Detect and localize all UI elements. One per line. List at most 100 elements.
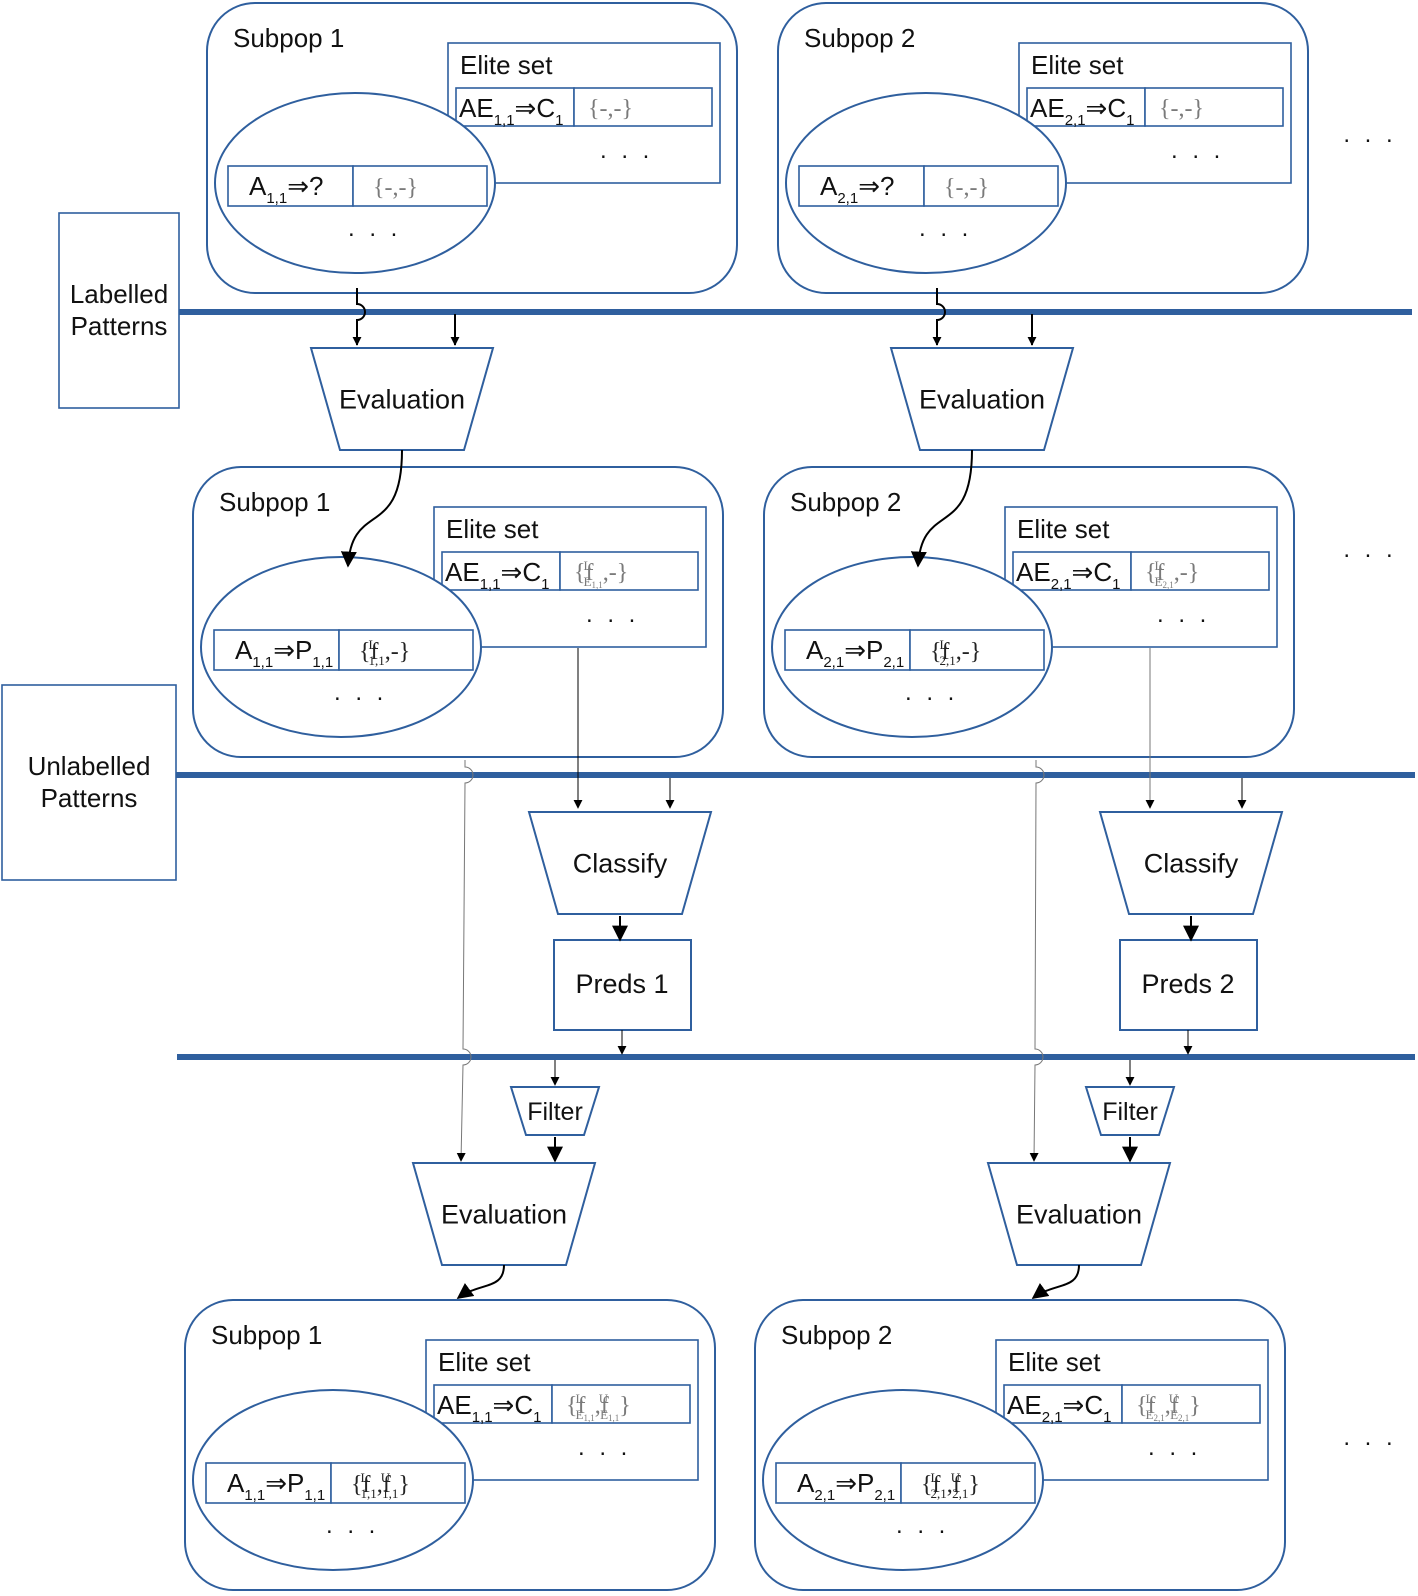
subpop-title: Subpop 1 xyxy=(219,487,330,517)
rule-cell xyxy=(213,629,340,671)
elite-rule-cell xyxy=(1003,1384,1123,1424)
unlabelled-patterns-box xyxy=(1,684,177,881)
fitness-empty: {-,-} xyxy=(588,96,633,122)
more-subpops-dots-1: . . . xyxy=(1343,121,1396,148)
elite-fitness-cell xyxy=(1130,551,1270,591)
elite-rule-text: AE2,1⇒C1 xyxy=(1030,93,1134,129)
more-subpops-dots-3: . . . xyxy=(1343,1424,1396,1451)
subpop-title: Subpop 2 xyxy=(790,487,901,517)
unlabelled-patterns-label-1: Unlabelled xyxy=(28,751,151,781)
evaluation-1-bottom-shape xyxy=(411,1162,597,1266)
evaluation-1-top-shape xyxy=(309,347,495,451)
classify-1-shape xyxy=(527,811,713,915)
evaluation-2-to-subpop-2-final xyxy=(1031,1264,1080,1299)
fitness-cell xyxy=(338,629,474,671)
filter-2-shape xyxy=(1084,1086,1176,1136)
classify-2-shape xyxy=(1098,811,1284,915)
elite-more-dots: . . . xyxy=(600,137,653,164)
elite-more-dots: . . . xyxy=(1148,1434,1201,1461)
population-more-dots: . . . xyxy=(919,215,972,242)
evaluation-1-to-subpop-1-final xyxy=(456,1264,505,1299)
rule-cell xyxy=(775,1462,902,1504)
subpop-title: Subpop 1 xyxy=(211,1320,322,1350)
elite-set-title: Elite set xyxy=(460,50,553,80)
preds-1-label: Preds 1 xyxy=(575,969,668,999)
elite-rule-cell xyxy=(1012,551,1132,591)
fitness-empty: {-,-} xyxy=(373,175,418,201)
population-more-dots: . . . xyxy=(334,679,387,706)
elite-rule-cell xyxy=(433,1384,553,1424)
labelled-patterns-box xyxy=(58,212,180,409)
rule-text: A2,1⇒P2,1 xyxy=(806,635,904,671)
filter-1: Filter xyxy=(509,1086,601,1136)
rule-text: A1,1⇒P1,1 xyxy=(227,1468,325,1504)
evaluation-2-top-label: Evaluation xyxy=(919,385,1045,415)
elite-fitness-cell xyxy=(559,551,699,591)
elite-rule-cell xyxy=(1026,87,1146,127)
evaluation-1-bottom: Evaluation xyxy=(411,1162,597,1266)
subpop-1-to-evaluation xyxy=(352,288,366,346)
evaluation-2-top-shape xyxy=(889,347,1075,451)
classify-1-label: Classify xyxy=(573,849,668,879)
preds-2: Preds 2 xyxy=(1119,939,1258,1031)
fitness-empty: {-,-} xyxy=(944,175,989,201)
preds-2-label: Preds 2 xyxy=(1141,969,1234,999)
elite-rule-text: AE1,1⇒C1 xyxy=(459,93,563,129)
evaluation-2-bottom-shape xyxy=(986,1162,1172,1266)
elite-set-title: Elite set xyxy=(1017,514,1110,544)
evaluation-2-bottom: Evaluation xyxy=(986,1162,1172,1266)
elite-fitness-cell xyxy=(1144,87,1284,127)
fitness-cell xyxy=(352,165,488,207)
filter-1-shape xyxy=(509,1086,601,1136)
subpop-2-to-bottom-evaluation xyxy=(1029,760,1045,1162)
evaluation-1-to-subpop-1 xyxy=(340,449,403,568)
elite-set-title: Elite set xyxy=(1008,1347,1101,1377)
elite-rule-text: AE2,1⇒C1 xyxy=(1007,1390,1111,1426)
filter-1-label: Filter xyxy=(527,1098,583,1126)
subpop-2-to-evaluation xyxy=(932,288,946,346)
fitness-cell xyxy=(900,1462,1036,1504)
evaluation-1-top: Evaluation xyxy=(309,347,495,451)
population-more-dots: . . . xyxy=(905,679,958,706)
labelled-patterns-label-2: Patterns xyxy=(71,311,168,341)
rule-cell xyxy=(227,165,354,207)
evaluation-1-bottom-label: Evaluation xyxy=(441,1200,567,1230)
classify-2: Classify xyxy=(1098,811,1284,915)
elite-more-dots: . . . xyxy=(578,1434,631,1461)
rule-text: A1,1⇒? xyxy=(249,171,323,207)
elite-more-dots: . . . xyxy=(586,601,639,628)
elite-rule-cell xyxy=(441,551,561,591)
elite-more-dots: . . . xyxy=(1171,137,1224,164)
evaluation-2-to-subpop-2 xyxy=(910,449,973,568)
subpop-title: Subpop 2 xyxy=(804,23,915,53)
elite-fitness-cell xyxy=(1121,1384,1261,1424)
subpop-title: Subpop 1 xyxy=(233,23,344,53)
rule-cell xyxy=(798,165,925,207)
elite-rule-text: AE1,1⇒C1 xyxy=(437,1390,541,1426)
elite-fitness-cell xyxy=(573,87,713,127)
elite-rule-text: AE1,1⇒C1 xyxy=(445,557,549,593)
elite-more-dots: . . . xyxy=(1157,601,1210,628)
elite-set-title: Elite set xyxy=(438,1347,531,1377)
fitness-cell xyxy=(330,1462,466,1504)
subpop-title: Subpop 2 xyxy=(781,1320,892,1350)
rule-text: A1,1⇒P1,1 xyxy=(235,635,333,671)
evaluation-2-top: Evaluation xyxy=(889,347,1075,451)
population-more-dots: . . . xyxy=(326,1512,379,1539)
elite-rule-text: AE2,1⇒C1 xyxy=(1016,557,1120,593)
preds-1: Preds 1 xyxy=(553,939,692,1031)
evaluation-1-top-label: Evaluation xyxy=(339,385,465,415)
